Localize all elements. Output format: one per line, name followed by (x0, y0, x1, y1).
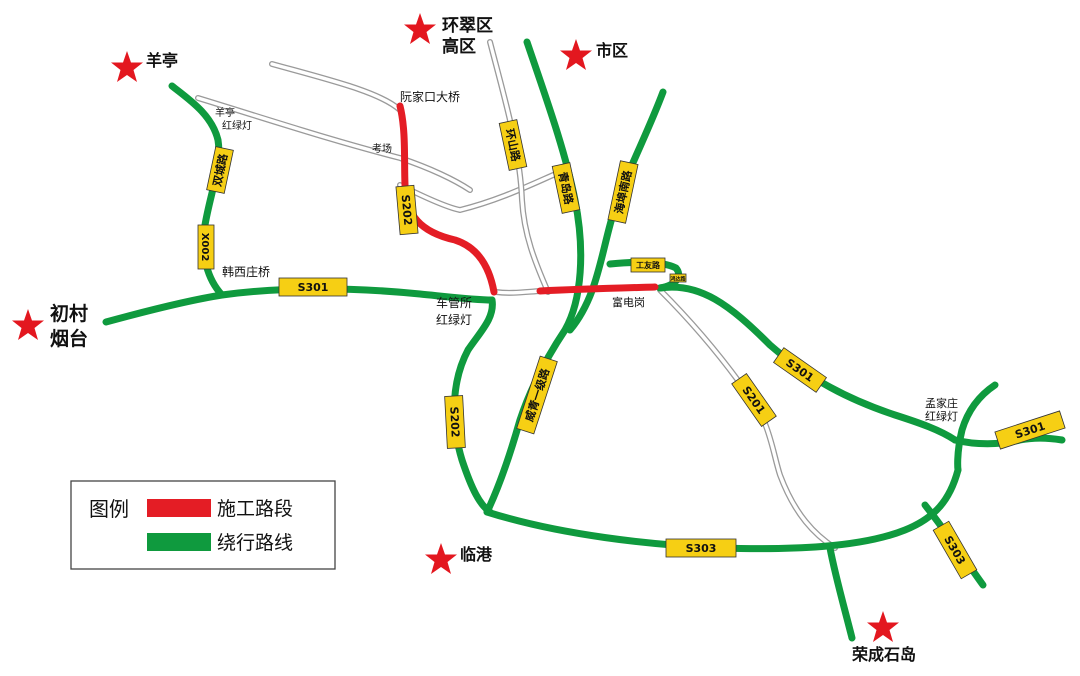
legend: 图例 施工路段 绕行路线 (70, 480, 336, 570)
road-tag-qingdao: 青岛路 (551, 162, 581, 214)
label-yangting-light-line2: 红绿灯 (222, 119, 252, 132)
label-cheguansuo-line1: 车管所 (436, 295, 472, 310)
label-kaochang: 考场 (372, 142, 392, 155)
road-tag-gongyou-text: 工友路 (636, 260, 661, 270)
road-tag-hongda-text: 鸿达路 (670, 276, 686, 283)
road-tag-shuangcheng: 双城路 (206, 146, 234, 194)
road-tag-s303-bottom: S303 (665, 538, 737, 558)
place-huancui-line2: 高区 (442, 36, 476, 57)
legend-box (70, 480, 336, 570)
annotation-labels: 羊亭 红绿灯 阮家口大桥 考场 韩西庄桥 车管所 红绿灯 富电岗 孟家庄 红绿灯 (215, 89, 958, 423)
place-rongcheng: 荣成石岛 (851, 645, 916, 664)
label-mengjiazhuang-line1: 孟家庄 (925, 396, 958, 410)
label-ruanjiakou: 阮家口大桥 (400, 89, 460, 104)
road-tag-shuangcheng-text: 双城路 (210, 151, 231, 187)
label-cheguansuo-line2: 红绿灯 (436, 312, 472, 327)
road-tag-haibu: 海埠南路 (607, 160, 639, 224)
place-markers (12, 13, 899, 642)
road-s201 (657, 287, 838, 551)
road-tag-s303-bottom-text: S303 (686, 542, 717, 555)
road-s201-inner (658, 288, 837, 550)
road-tag-s202-bottom-text: S202 (447, 406, 462, 438)
road-tag-huanshan-text: 环山路 (503, 127, 524, 163)
label-mengjiazhuang-line2: 红绿灯 (925, 409, 958, 423)
road-tag-huanshan: 环山路 (498, 119, 528, 171)
route-mengjia-north (954, 381, 999, 474)
route-haibu (566, 88, 667, 334)
place-yangting: 羊亭 (146, 51, 178, 70)
place-chucun-line1: 初村 (50, 302, 88, 325)
star-icon (560, 39, 592, 70)
legend-construction-label: 施工路段 (217, 498, 293, 520)
label-fudiangang: 富电岗 (612, 295, 645, 309)
road-tag-s301-right: S301 (994, 410, 1066, 450)
legend-swatch-detour (147, 533, 211, 551)
road-tag-hongda: 鸿达路 (669, 273, 686, 283)
road-tag-s201: S201 (731, 372, 777, 428)
place-chucun-line2: 烟台 (50, 327, 88, 350)
legend-swatch-construction (147, 499, 211, 517)
star-icon (867, 611, 899, 642)
road-cheguan-link-inner (494, 289, 542, 295)
star-icon (111, 51, 143, 82)
place-lingang: 临港 (460, 545, 493, 564)
road-tag-x002-text: X002 (199, 233, 210, 262)
road-tag-s301-left-text: S301 (298, 281, 329, 294)
route-gongyou (606, 258, 683, 292)
road-tag-s301-left: S301 (278, 277, 348, 297)
road-huanshan-inner (488, 40, 550, 294)
place-shiqu: 市区 (596, 41, 628, 60)
road-west-connector-inner (398, 170, 562, 212)
road-tag-weiqing: 威青一级路 (516, 355, 558, 435)
road-tag-s202-top: S202 (395, 184, 419, 236)
route-s301-east (656, 283, 959, 444)
route-qingdao-weiqing (483, 38, 585, 516)
star-icon (425, 543, 457, 574)
label-hanxizhuang: 韩西庄桥 (222, 264, 270, 279)
place-names: 羊亭 环翠区 高区 市区 初村 烟台 临港 荣成石岛 (50, 16, 916, 664)
road-tag-s202-top-text: S202 (399, 194, 415, 226)
construction-fudiangang (536, 283, 659, 295)
road-north-diagonal-inner (270, 62, 402, 112)
legend-title: 图例 (89, 497, 129, 521)
road-tag-x002: X002 (197, 224, 215, 270)
route-s303-south (483, 466, 962, 553)
place-huancui-line1: 环翠区 (442, 16, 493, 36)
existing-roads (195, 39, 838, 551)
road-tags: 双城路 X002 环山路 青岛路 海埠南路 S202 S301 S202 (197, 119, 1066, 580)
star-icon (404, 13, 436, 44)
star-icon (12, 309, 44, 340)
road-tag-s301-mid: S301 (772, 347, 828, 393)
road-tag-s202-bottom: S202 (444, 395, 466, 449)
road-tag-s303-right: S303 (932, 520, 978, 580)
road-tag-gongyou: 工友路 (630, 257, 666, 273)
route-rongcheng (826, 544, 856, 642)
legend-detour-label: 绕行路线 (217, 532, 293, 554)
road-yangting-kaochang-inner (196, 96, 472, 192)
label-yangting-light-line1: 羊亭 (215, 106, 235, 119)
road-tag-qingdao-text: 青岛路 (556, 170, 577, 206)
